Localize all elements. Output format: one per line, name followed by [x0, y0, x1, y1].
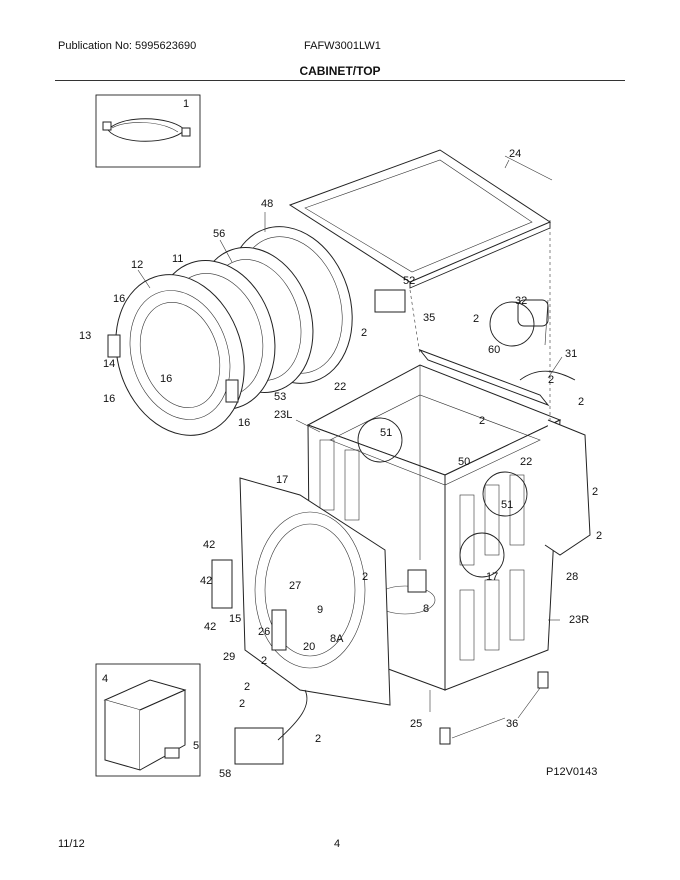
callout: 14: [103, 358, 115, 370]
callout: 8A: [330, 633, 344, 645]
callout: 60: [488, 344, 500, 356]
callout: 42: [204, 621, 216, 633]
front-panel: [239, 477, 391, 706]
callout: 51: [380, 427, 392, 439]
callout: 36: [506, 718, 518, 730]
callout: 31: [565, 348, 577, 360]
callout: 50: [458, 456, 470, 468]
callout: 23L: [274, 409, 292, 421]
section-title: CABINET/TOP: [299, 64, 381, 78]
callout: 42: [200, 575, 212, 587]
callout: 29: [223, 651, 235, 663]
callout: 27: [289, 580, 301, 592]
callout: 1: [183, 98, 189, 110]
callout: 56: [213, 228, 225, 240]
callout: 2: [592, 486, 598, 498]
callout: 25: [410, 718, 422, 730]
callout: 2: [479, 415, 485, 427]
callout: 16: [113, 293, 125, 305]
callout: 20: [303, 641, 315, 653]
callout: 9: [317, 604, 323, 616]
callout: 2: [362, 571, 368, 583]
callout: 22: [334, 381, 346, 393]
callout: 58: [219, 768, 231, 780]
callout: 2: [578, 396, 584, 408]
callout: 16: [160, 373, 172, 385]
model-number: FAFW3001LW1: [304, 40, 381, 52]
callout: 16: [238, 417, 250, 429]
callout: 2: [261, 655, 267, 667]
publication-number: Publication No: 5995623690: [58, 40, 197, 52]
footer-date: 11/12: [58, 838, 85, 850]
callout: 26: [258, 626, 270, 638]
door-assembly: [107, 226, 353, 436]
callout: 8: [423, 603, 429, 615]
callout: 48: [261, 198, 273, 210]
callout: 4: [102, 673, 108, 685]
callout: 22: [520, 456, 532, 468]
callout: 2: [315, 733, 321, 745]
callout: 16: [103, 393, 115, 405]
callout: 32: [515, 295, 527, 307]
callout: 2: [548, 374, 554, 386]
callout: 24: [509, 148, 521, 160]
callout: 35: [423, 312, 435, 324]
inset-box-hose: [95, 94, 201, 168]
leader-lines: [137, 155, 563, 739]
callout: 5: [193, 740, 199, 752]
callout: 53: [274, 391, 286, 403]
callout: 11: [172, 253, 183, 265]
page-number: 4: [334, 838, 341, 850]
callout: 2: [361, 327, 367, 339]
callout: 52: [403, 275, 415, 287]
callout: 2: [473, 313, 479, 325]
callout: 51: [501, 499, 513, 511]
callout: 23R: [569, 614, 589, 626]
diagram-code: P12V0143: [546, 766, 598, 778]
callout-labels: 1 24 48 56 12 11 52 32 35 2 60 16 13 14 …: [79, 98, 602, 780]
callout: 15: [229, 613, 241, 625]
callout: 17: [486, 571, 498, 583]
small-parts: [211, 289, 576, 765]
header-divider: [55, 80, 625, 81]
callout: 42: [203, 539, 215, 551]
callout: 28: [566, 571, 578, 583]
callout: 17: [276, 474, 288, 486]
inset-box-control: [95, 663, 201, 777]
callout: 2: [596, 530, 602, 542]
callout: 2: [244, 681, 250, 693]
callout: 13: [79, 330, 91, 342]
callout: 12: [131, 259, 143, 271]
callout: 2: [239, 698, 245, 710]
